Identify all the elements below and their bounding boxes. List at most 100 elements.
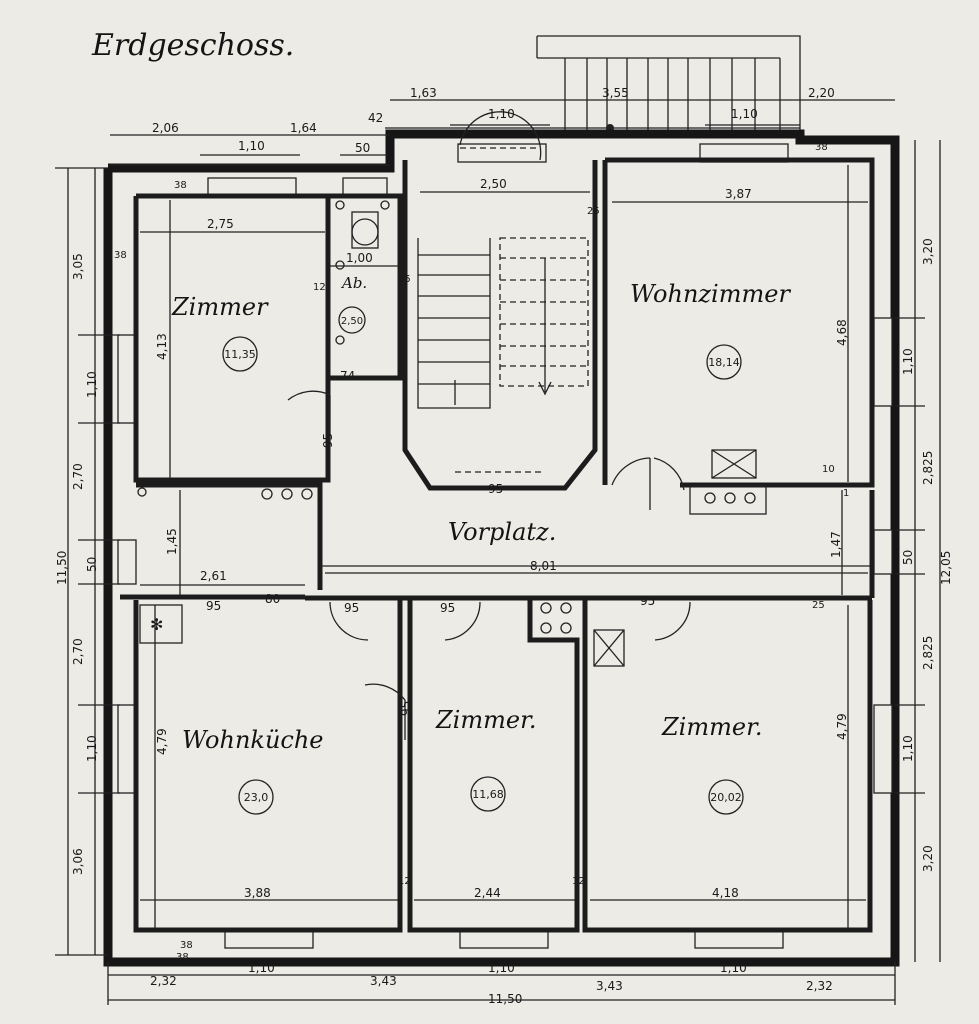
dim-label: 4,13: [155, 333, 169, 360]
dimension-labels: 1,63 1,10 3,55 1,10 2,20 2,06 1,10 1,64 …: [55, 86, 953, 1006]
dim-label: 42: [368, 111, 383, 125]
area-circle: [706, 344, 742, 380]
room-label-zimmer-mid: Zimmer.: [435, 706, 537, 734]
dim-label: 1,47: [829, 531, 843, 558]
dim-label: 1,10: [720, 961, 747, 975]
dim-label: 2,61: [200, 569, 227, 583]
dim-label: 3,88: [244, 886, 271, 900]
room-label-zimmer-se: Zimmer.: [661, 713, 763, 741]
dim-label: 50: [355, 141, 370, 155]
dim-label: 12: [398, 876, 411, 887]
dim-label: 12: [572, 876, 585, 887]
dim-label: 2,50: [480, 177, 507, 191]
dim-label: 95: [321, 433, 335, 448]
dim-label: 1,10: [85, 371, 99, 398]
dim-label: 11,50: [488, 992, 522, 1006]
dim-label: 80: [265, 592, 280, 606]
dim-label: 4,68: [835, 319, 849, 346]
dim-label: 11,50: [55, 551, 69, 585]
dim-label: 4,18: [712, 886, 739, 900]
dim-label: 2,06: [152, 121, 179, 135]
dim-label: 95: [206, 599, 221, 613]
windows: [117, 143, 893, 949]
room-area-abort: 2,50: [341, 316, 363, 327]
outer-walls: [103, 127, 900, 967]
dim-label: 1,64: [290, 121, 317, 135]
dim-label: 50: [85, 557, 99, 572]
room-label-wohnzimmer: Wohnzimmer: [630, 280, 791, 308]
dim-label: 10: [822, 464, 835, 475]
room-area-zimmer-se: 20,02: [710, 791, 742, 804]
svg-text:✻: ✻: [150, 615, 163, 634]
dim-label: 2,825: [921, 636, 935, 670]
dim-label: 4,79: [155, 728, 169, 755]
dim-label: 2,32: [150, 974, 177, 988]
dim-label: 95: [640, 594, 655, 608]
room-label-wohnkueche: Wohnküche: [182, 726, 324, 754]
dim-label: 2,70: [71, 463, 85, 490]
area-circle: [238, 779, 274, 815]
dim-label: 95: [344, 601, 359, 615]
dim-label: 4,79: [835, 713, 849, 740]
dim-label: 1,10: [238, 139, 265, 153]
dim-label: 74: [340, 369, 355, 383]
area-circle: [338, 306, 366, 334]
dim-label: 12: [313, 282, 326, 293]
area-circle: [222, 336, 258, 372]
dim-label: 38: [815, 142, 828, 153]
plan-title: Erdgeschoss.: [91, 28, 294, 63]
inner-walls: [120, 157, 875, 933]
dim-label: 1,63: [410, 86, 437, 100]
room-area-zimmer-mid: 11,68: [472, 788, 504, 801]
dim-label: 2,75: [207, 217, 234, 231]
dim-label: 3,43: [596, 979, 623, 993]
doors: [287, 111, 691, 740]
interior-stair: [417, 237, 589, 473]
dim-label: 38: [176, 952, 189, 963]
dimension-lines: [55, 99, 941, 1005]
dim-label: 1,45: [165, 528, 179, 555]
dim-label: 8,01: [530, 559, 557, 573]
dim-label: 1,10: [901, 348, 915, 375]
dim-label: 1,10: [901, 735, 915, 762]
dim-label: 12,05: [939, 551, 953, 585]
fixtures: ✻: [137, 200, 767, 667]
dim-label: 2,70: [71, 638, 85, 665]
dim-label: 1,10: [488, 107, 515, 121]
dim-label: 3,05: [71, 253, 85, 280]
dim-label: 95: [440, 601, 455, 615]
dim-label: 3,43: [370, 974, 397, 988]
dim-label: 3,55: [602, 86, 629, 100]
room-label-zimmer-nw: Zimmer: [171, 293, 269, 321]
dim-label: 3,87: [725, 187, 752, 201]
room-area-zimmer-nw: 11,35: [224, 348, 256, 361]
dim-label: 38: [174, 180, 187, 191]
room-area-wohnkueche: 23,0: [244, 791, 269, 804]
dim-label: 25: [587, 206, 600, 217]
dim-label: 2,44: [474, 886, 501, 900]
dim-label: 1,00: [346, 251, 373, 265]
dim-label: 3,20: [921, 845, 935, 872]
dim-label: 1,10: [85, 735, 99, 762]
dim-label: 50: [901, 550, 915, 565]
dim-label: 1,10: [731, 107, 758, 121]
dim-label: 95: [488, 482, 503, 496]
area-circle: [708, 779, 744, 815]
dim-label: 2,20: [808, 86, 835, 100]
dim-label: 2,32: [806, 979, 833, 993]
dim-label: 25: [398, 274, 411, 285]
dim-label: 25: [812, 600, 825, 611]
dim-label: 1: [843, 488, 849, 499]
dim-label: 2,825: [921, 451, 935, 485]
dim-label: 38: [114, 250, 127, 261]
dim-label: 1,10: [488, 961, 515, 975]
dim-label: 3,06: [71, 848, 85, 875]
dim-label: 95: [399, 701, 413, 716]
dim-label: 3,20: [921, 238, 935, 265]
area-circle: [470, 776, 506, 812]
room-area-wohnzimmer: 18,14: [708, 356, 740, 369]
entrance-stair: [536, 35, 801, 132]
dim-label: 1,10: [248, 961, 275, 975]
room-label-vorplatz: Vorplatz.: [448, 518, 556, 546]
